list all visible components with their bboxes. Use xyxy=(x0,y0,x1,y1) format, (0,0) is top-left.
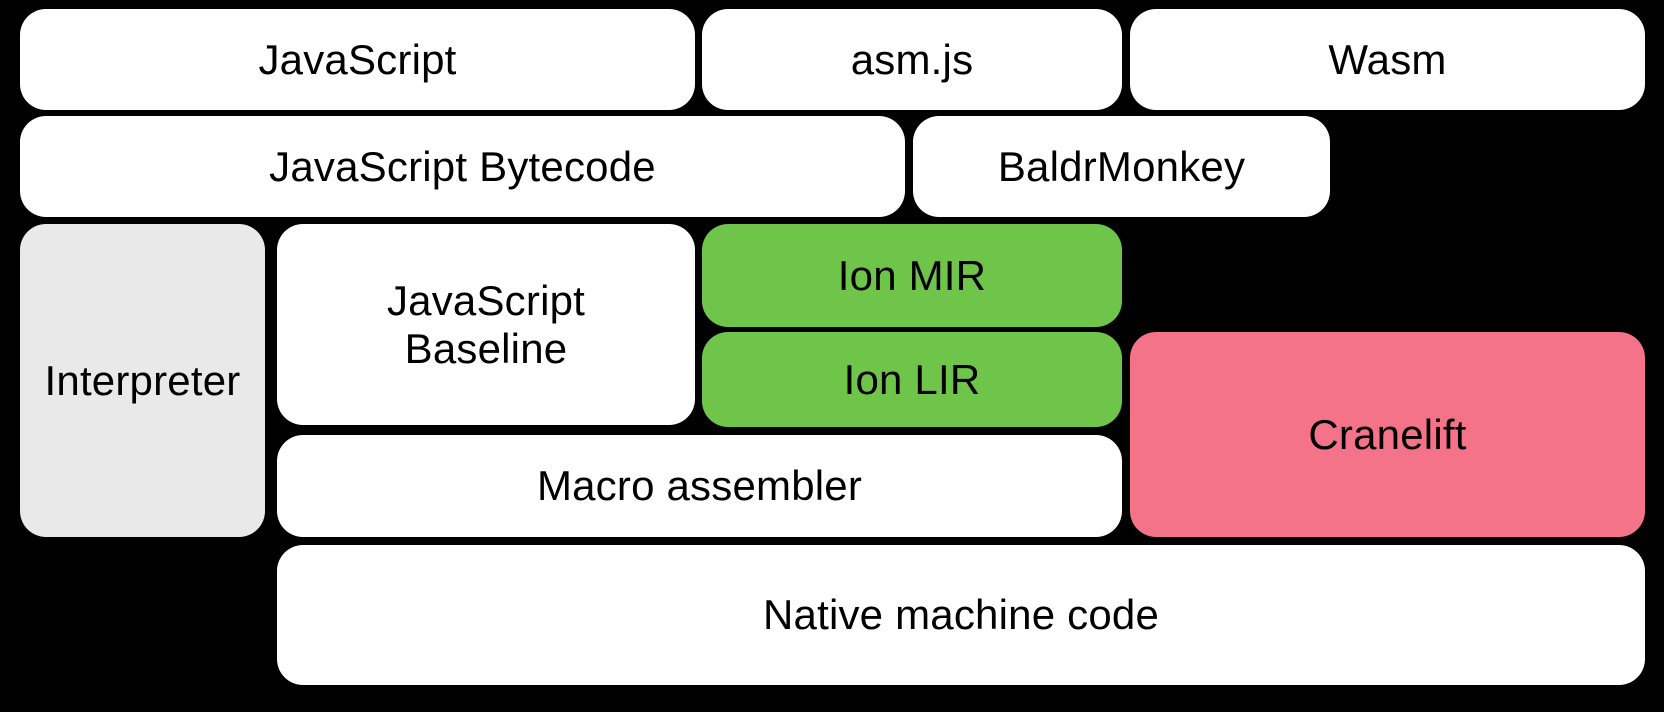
node-ion-mir: Ion MIR xyxy=(702,224,1122,327)
node-macro-assembler: Macro assembler xyxy=(277,435,1122,537)
node-javascript: JavaScript xyxy=(20,9,695,110)
node-javascript-baseline: JavaScript Baseline xyxy=(277,224,695,425)
node-wasm: Wasm xyxy=(1130,9,1645,110)
node-cranelift: Cranelift xyxy=(1130,332,1645,537)
node-ion-lir: Ion LIR xyxy=(702,332,1122,427)
node-native-machine-code: Native machine code xyxy=(277,545,1645,685)
node-interpreter: Interpreter xyxy=(20,224,265,537)
node-javascript-bytecode: JavaScript Bytecode xyxy=(20,116,905,217)
node-baldrmonkey: BaldrMonkey xyxy=(913,116,1330,217)
node-asmjs: asm.js xyxy=(702,9,1122,110)
